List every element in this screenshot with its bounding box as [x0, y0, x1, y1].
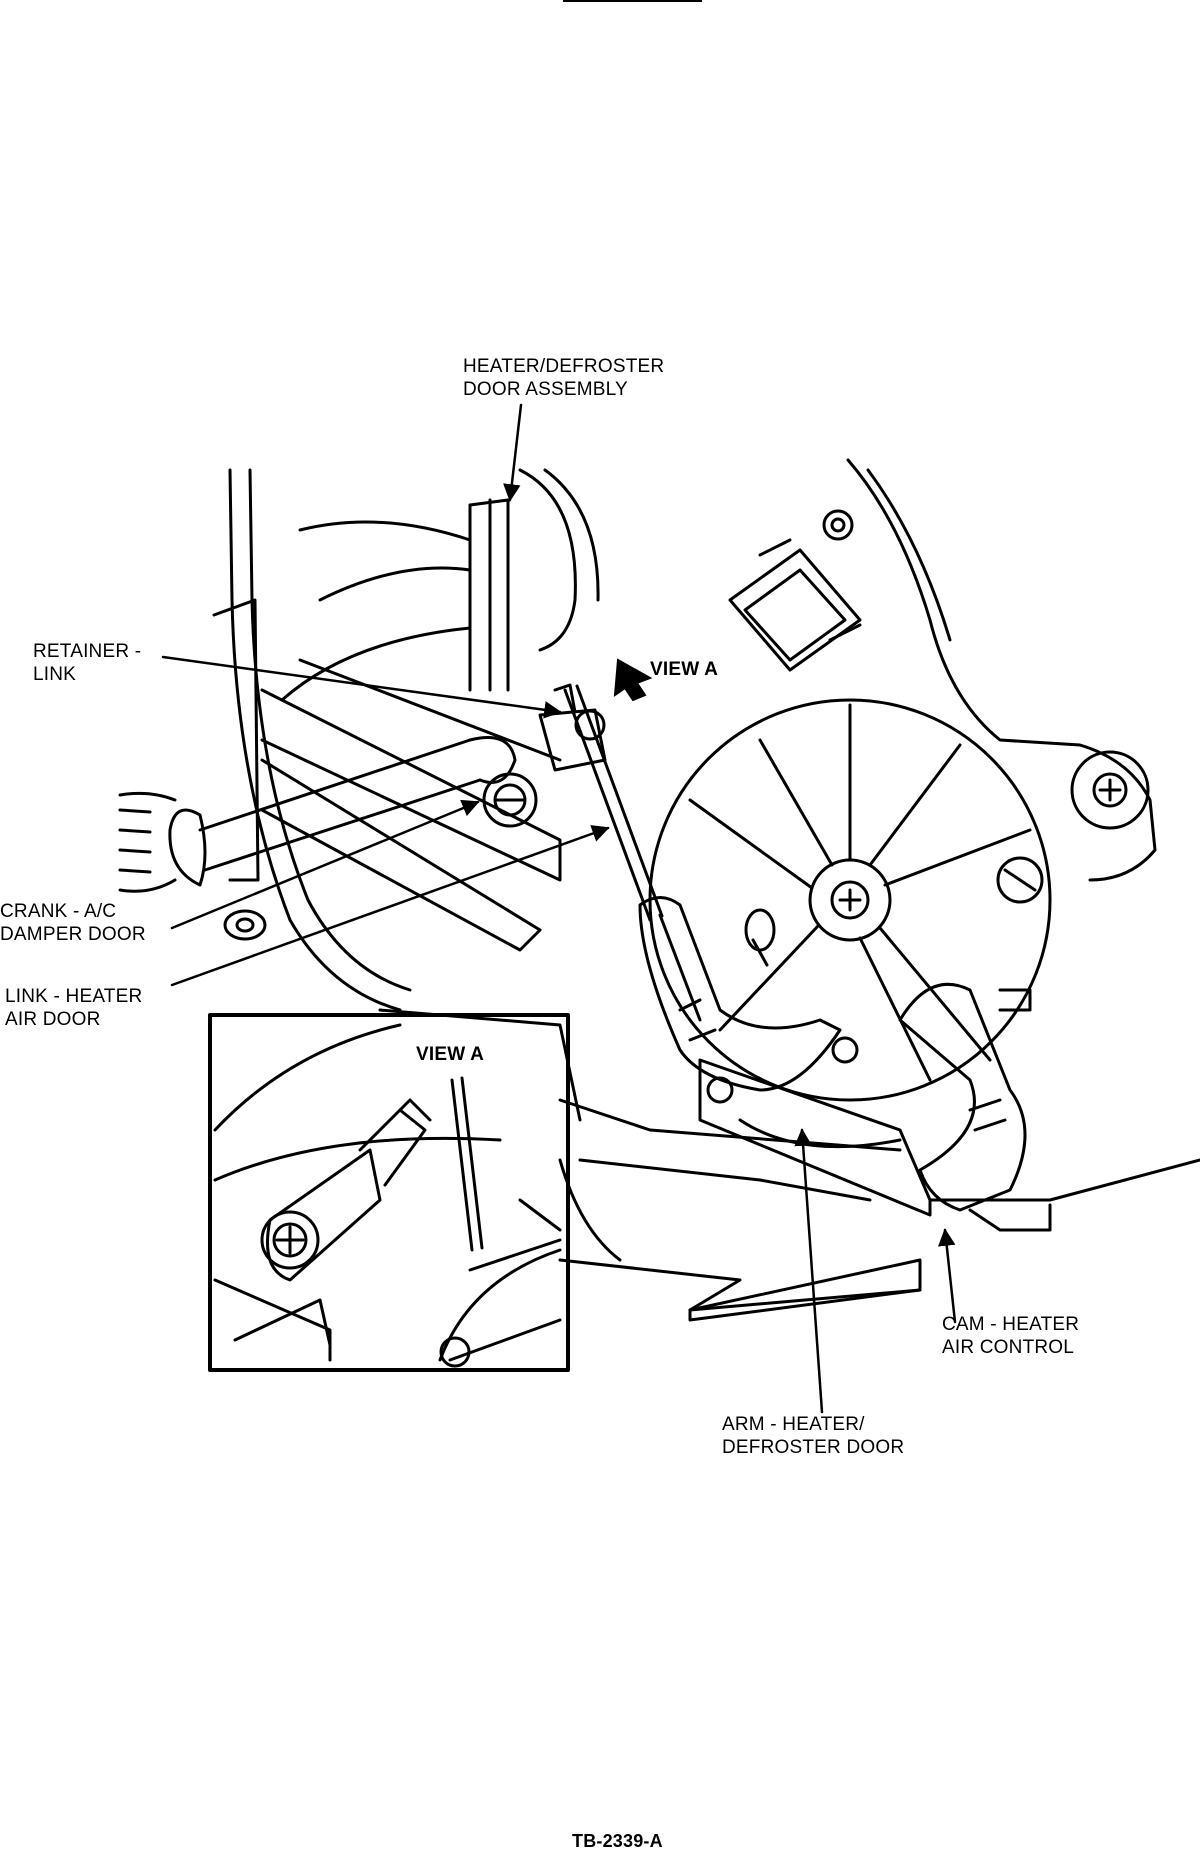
- right-bracket: [728, 458, 1157, 882]
- view-a-direction-arrow: [613, 658, 653, 702]
- top-rule: [563, 0, 702, 2]
- retainer-link-label: RETAINER - LINK: [33, 641, 142, 685]
- heater-housing: [212, 468, 600, 1122]
- crank-link-assembly: [118, 683, 664, 922]
- label-leaders: [161, 403, 957, 1414]
- lower-tray: [558, 1098, 1200, 1322]
- door-assembly-plate: [298, 498, 510, 692]
- link-heater-air-door-label: LINK - HEATER AIR DOOR: [5, 986, 143, 1030]
- heater-defroster-door-assembly-label: HEATER/DEFROSTER DOOR ASSEMBLY: [463, 356, 665, 400]
- cam-wheel: [648, 698, 1052, 1102]
- view-a-arrow-label: VIEW A: [650, 659, 719, 680]
- view-a-inset: [208, 1013, 570, 1372]
- view-a-inset-title: VIEW A: [416, 1044, 485, 1065]
- cam-heater-air-control-label: CAM - HEATER AIR CONTROL: [942, 1314, 1080, 1358]
- cam-slot-arm: [638, 896, 1032, 1217]
- arm-heater-defroster-door-label: ARM - HEATER/ DEFROSTER DOOR: [722, 1414, 905, 1458]
- figure-id: TB-2339-A: [572, 1831, 663, 1851]
- crank-ac-damper-door-label: CRANK - A/C DAMPER DOOR: [0, 901, 146, 945]
